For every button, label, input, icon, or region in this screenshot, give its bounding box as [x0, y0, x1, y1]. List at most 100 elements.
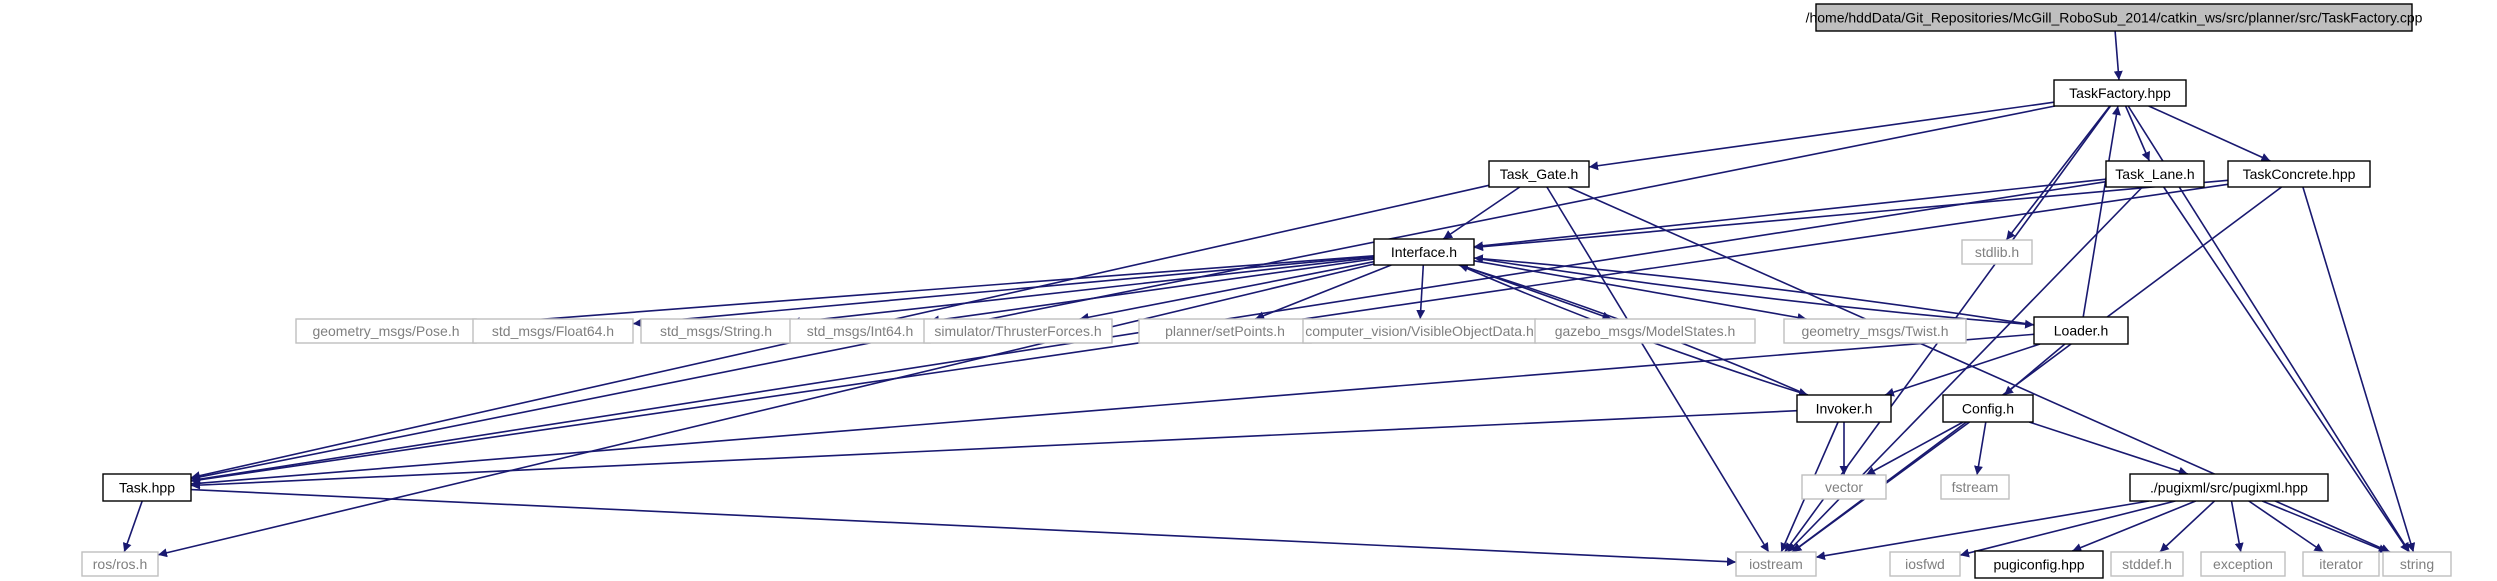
edge-interface-to-string_h: [790, 256, 1375, 327]
edge-taskfactory-to-taskconcrete: [2148, 105, 2271, 162]
edge-taskgate-to-interface: [1442, 186, 1521, 240]
node-label-config: Config.h: [1962, 401, 2014, 417]
node-label-iostream: iostream: [1749, 556, 1803, 572]
edge-layer: [122, 30, 2416, 567]
node-box-invoker: [1796, 394, 1892, 423]
edge-task-to-rosros: [122, 500, 143, 553]
edge-loader-to-config: [2003, 343, 2066, 396]
node-box-taskfactory: [2053, 79, 2187, 107]
node-taskfactory[interactable]: TaskFactory.hpp: [2053, 79, 2187, 107]
node-label-twist: geometry_msgs/Twist.h: [1801, 323, 1948, 339]
edge-taskconcrete-to-interface: [1473, 179, 2229, 252]
edge-interface-to-setpoints: [1254, 264, 1392, 320]
node-label-root: /home/hddData/Git_Repositories/McGill_Ro…: [1806, 10, 2423, 26]
node-label-pose: geometry_msgs/Pose.h: [312, 323, 459, 339]
node-tasklane[interactable]: Task_Lane.h: [2105, 160, 2205, 188]
node-interface[interactable]: Interface.h: [1373, 238, 1475, 266]
node-box-modelstates: [1534, 318, 1756, 344]
edge-interface-to-loader: [1473, 257, 2035, 329]
node-box-taskgate: [1488, 160, 1590, 188]
edge-pugixml-to-pugiconfig: [2071, 500, 2197, 552]
node-label-fstream: fstream: [1952, 479, 1999, 495]
node-config[interactable]: Config.h: [1942, 394, 2034, 423]
edge-tasklane-to-interface: [1473, 178, 2107, 251]
node-label-stddef: stddef.h: [2122, 556, 2172, 572]
node-label-iterator: iterator: [2319, 556, 2363, 572]
node-label-iosfwd: iosfwd: [1905, 556, 1945, 572]
edge-loader-to-invoker: [1884, 343, 2041, 397]
node-box-int64: [789, 318, 931, 344]
node-taskconcrete[interactable]: TaskConcrete.hpp: [2227, 160, 2371, 188]
edge-interface-to-visible: [1416, 264, 1426, 320]
node-stddef: stddef.h: [2110, 551, 2184, 577]
node-string_h: std_msgs/String.h: [640, 318, 792, 344]
node-iostream: iostream: [1735, 551, 1817, 577]
edge-loader-to-taskfactory: [2082, 105, 2121, 318]
node-box-iostream: [1735, 551, 1817, 577]
edge-tasklane-to-string: [2163, 186, 2410, 553]
node-label-setpoints: planner/setPoints.h: [1165, 323, 1285, 339]
node-loader[interactable]: Loader.h: [2033, 316, 2129, 345]
node-box-fstream: [1940, 474, 2010, 500]
node-box-rosros: [81, 551, 159, 577]
node-label-invoker: Invoker.h: [1816, 401, 1873, 417]
edge-taskfactory-to-task: [190, 105, 2056, 482]
edge-taskgate-to-iostream: [1546, 186, 1770, 553]
edge-interface-to-int64: [929, 258, 1375, 325]
node-box-config: [1942, 394, 2034, 423]
node-box-task: [102, 473, 192, 502]
node-box-iterator: [2302, 551, 2380, 577]
edge-interface-to-float64: [632, 255, 1375, 328]
node-box-string: [2382, 551, 2452, 577]
node-stdlib: stdlib.h: [1961, 239, 2033, 265]
node-label-taskfactory: TaskFactory.hpp: [2069, 85, 2171, 101]
node-label-visible: computer_vision/VisibleObjectData.h: [1305, 323, 1534, 339]
node-iterator: iterator: [2302, 551, 2380, 577]
node-box-setpoints: [1138, 318, 1312, 344]
edge-loader-to-task: [190, 333, 2035, 488]
node-label-tasklane: Task_Lane.h: [2115, 166, 2194, 182]
edge-taskfactory-to-tasklane: [2124, 105, 2151, 162]
edge-pugixml-to-iostream: [1815, 500, 2150, 561]
node-box-pugixml: [2129, 473, 2329, 502]
node-invoker[interactable]: Invoker.h: [1796, 394, 1892, 423]
edge-pugixml-to-stddef: [2159, 500, 2216, 553]
node-int64: std_msgs/Int64.h: [789, 318, 931, 344]
node-box-stddef: [2110, 551, 2184, 577]
node-layer: /home/hddData/Git_Repositories/McGill_Ro…: [81, 3, 2452, 579]
node-box-string_h: [640, 318, 792, 344]
node-label-taskgate: Task_Gate.h: [1500, 166, 1579, 182]
node-vector: vector: [1801, 474, 1887, 500]
node-iosfwd: iosfwd: [1889, 551, 1961, 577]
node-task[interactable]: Task.hpp: [102, 473, 192, 502]
node-label-string_h: std_msgs/String.h: [660, 323, 772, 339]
node-taskgate[interactable]: Task_Gate.h: [1488, 160, 1590, 188]
node-exception: exception: [2200, 551, 2286, 577]
node-label-loader: Loader.h: [2054, 323, 2109, 339]
node-pugixml[interactable]: ./pugixml/src/pugixml.hpp: [2129, 473, 2329, 502]
node-label-stdlib: stdlib.h: [1975, 244, 2019, 260]
node-fstream: fstream: [1940, 474, 2010, 500]
node-root[interactable]: /home/hddData/Git_Repositories/McGill_Ro…: [1806, 3, 2423, 32]
node-box-exception: [2200, 551, 2286, 577]
node-box-loader: [2033, 316, 2129, 345]
node-label-task: Task.hpp: [119, 480, 175, 496]
edge-config-to-fstream: [1974, 421, 1987, 476]
node-box-visible: [1302, 318, 1537, 344]
edge-config-to-vector: [1865, 421, 1964, 476]
edge-task-to-iostream: [190, 488, 1737, 567]
node-box-pugiconfig: [1974, 550, 2104, 579]
node-label-string: string: [2400, 556, 2434, 572]
node-pugiconfig[interactable]: pugiconfig.hpp: [1974, 550, 2104, 579]
node-box-tasklane: [2105, 160, 2205, 188]
node-box-root: [1815, 3, 2413, 32]
edge-loader-to-interface: [1473, 254, 2035, 326]
node-twist: geometry_msgs/Twist.h: [1783, 318, 1967, 344]
node-label-interface: Interface.h: [1391, 244, 1457, 260]
edge-interface-to-rosros: [157, 263, 1375, 558]
edge-invoker-to-task: [190, 409, 1798, 490]
node-box-float64: [472, 318, 634, 344]
node-box-thruster: [923, 318, 1113, 344]
node-label-thruster: simulator/ThrusterForces.h: [934, 323, 1101, 339]
